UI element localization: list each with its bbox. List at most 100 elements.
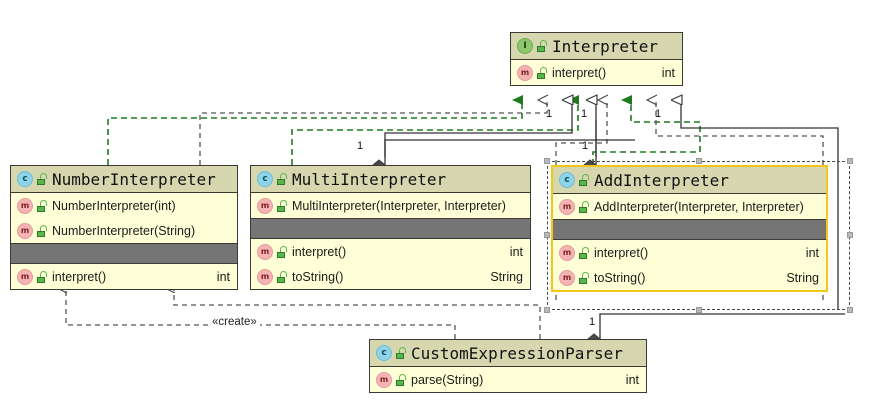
class-header-add-interpreter[interactable]: c AddInterpreter xyxy=(553,167,826,194)
selection-handle-n[interactable] xyxy=(696,158,702,164)
member-row[interactable]: m interpret() int xyxy=(11,264,237,289)
method-icon: m xyxy=(17,222,33,239)
section-divider xyxy=(11,243,237,264)
member-return-type: int xyxy=(216,269,230,284)
public-lock-icon xyxy=(277,199,288,212)
member-name: toString() xyxy=(594,270,646,285)
multiplicity-label-m-multi: 1 xyxy=(357,140,364,152)
class-name: NumberInterpreter xyxy=(52,169,216,189)
member-row[interactable]: m MultiInterpreter(Interpreter, Interpret… xyxy=(251,193,530,218)
member-name: interpret() xyxy=(52,269,107,284)
member-return-type: String xyxy=(490,269,523,284)
member-row[interactable]: m toString() String xyxy=(553,265,826,290)
stereotype-label-s-create: «create» xyxy=(209,316,260,328)
member-name: MultiInterpreter(Interpreter, Interprete… xyxy=(292,198,506,213)
selection-handle-ne[interactable] xyxy=(847,158,853,164)
method-icon: m xyxy=(559,244,575,261)
uml-class-add-interpreter[interactable]: c AddInterpreter m AddInterpreter(Interpret… xyxy=(551,165,828,292)
public-lock-icon xyxy=(537,66,548,79)
class-name: MultiInterpreter xyxy=(292,169,447,189)
selection-handle-s[interactable] xyxy=(696,307,702,313)
member-row[interactable]: m interpret() int xyxy=(553,240,826,265)
method-icon: m xyxy=(17,268,33,285)
public-lock-icon xyxy=(37,173,48,185)
member-group: m MultiInterpreter(Interpreter, Interpret… xyxy=(251,193,530,218)
public-lock-icon xyxy=(396,347,407,359)
edge-realization-add-interpreter xyxy=(592,95,701,165)
section-divider xyxy=(553,219,826,240)
method-icon: m xyxy=(257,268,273,285)
selection-handle-nw[interactable] xyxy=(544,158,550,164)
multiplicity-label-m-parser: 1 xyxy=(589,316,596,328)
member-group: m interpret() int xyxy=(11,264,237,289)
member-group: m AddInterpreter(Interpreter, Interpreter… xyxy=(553,194,826,219)
public-lock-icon xyxy=(277,270,288,283)
method-icon: m xyxy=(257,197,273,214)
selection-handle-se[interactable] xyxy=(847,307,853,313)
member-return-type: int xyxy=(661,65,675,80)
selection-handle-sw[interactable] xyxy=(544,307,550,313)
member-group: m interpret() int m toString() String xyxy=(553,240,826,290)
member-name: interpret() xyxy=(552,65,607,80)
member-name: AddInterpreter(Interpreter, Interpreter) xyxy=(594,199,804,214)
member-return-type: int xyxy=(509,244,523,259)
class-icon: c xyxy=(559,172,575,188)
public-lock-icon xyxy=(37,199,48,212)
selection-handle-w[interactable] xyxy=(544,232,550,238)
selection-handle-e[interactable] xyxy=(847,232,853,238)
member-group: m interpret() int m toString() String xyxy=(251,239,530,289)
public-lock-icon xyxy=(37,224,48,237)
public-lock-icon xyxy=(537,40,548,52)
member-row[interactable]: m NumberInterpreter(String) xyxy=(11,218,237,243)
public-lock-icon xyxy=(579,271,590,284)
method-icon: m xyxy=(376,371,392,388)
multiplicity-label-m-top-1: 1 xyxy=(546,108,553,120)
multiplicity-label-m-add: 1 xyxy=(582,140,589,152)
public-lock-icon xyxy=(37,270,48,283)
method-icon: m xyxy=(559,198,575,215)
member-name: interpret() xyxy=(594,245,649,260)
edge-realization-multi-interpreter xyxy=(291,95,579,165)
method-icon: m xyxy=(17,197,33,214)
multiplicity-label-m-top-2: 1 xyxy=(581,108,588,120)
member-row[interactable]: m toString() String xyxy=(251,264,530,289)
public-lock-icon xyxy=(277,173,288,185)
class-header-multi-interpreter[interactable]: c MultiInterpreter xyxy=(251,166,530,193)
member-return-type: int xyxy=(625,372,639,387)
member-return-type: String xyxy=(786,270,819,285)
class-name: Interpreter xyxy=(552,36,658,56)
section-divider xyxy=(251,218,530,239)
member-name: interpret() xyxy=(292,244,347,259)
member-row[interactable]: m interpret() int xyxy=(511,60,682,85)
member-group: m interpret() int xyxy=(511,60,682,85)
uml-class-multi-interpreter[interactable]: c MultiInterpreter m MultiInterpreter(Inter… xyxy=(250,165,531,290)
method-icon: m xyxy=(559,269,575,286)
edge-composition-parser xyxy=(587,313,845,345)
edge-create-parser-to-number-a xyxy=(66,288,456,339)
method-icon: m xyxy=(517,64,533,81)
member-row[interactable]: m AddInterpreter(Interpreter, Interpreter… xyxy=(553,194,826,219)
class-name: AddInterpreter xyxy=(594,170,729,190)
class-icon: c xyxy=(257,171,273,187)
class-icon: c xyxy=(376,345,392,361)
edge-realization-number-interpreter xyxy=(107,95,523,165)
public-lock-icon xyxy=(277,245,288,258)
multiplicity-label-m-top-3: 1 xyxy=(655,108,662,120)
member-name: toString() xyxy=(292,269,344,284)
member-name: NumberInterpreter(String) xyxy=(52,223,196,238)
public-lock-icon xyxy=(579,200,590,213)
member-return-type: int xyxy=(805,245,819,260)
public-lock-icon xyxy=(579,246,590,259)
